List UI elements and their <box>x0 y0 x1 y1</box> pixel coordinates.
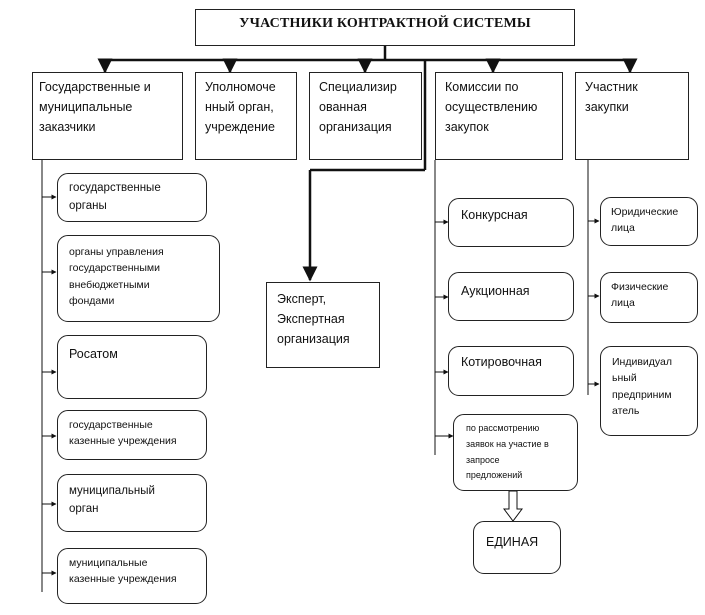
top-bus <box>105 46 630 62</box>
customer-item-rosatom: Росатом <box>57 335 207 399</box>
diagram-title: УЧАСТНИКИ КОНТРАКТНОЙ СИСТЕМЫ <box>195 9 575 46</box>
top-drops <box>97 58 638 74</box>
category-participant: Участник закупки <box>575 72 689 160</box>
hollow-down-arrow <box>503 490 523 522</box>
customers-branches <box>41 160 57 592</box>
commission-quotation: Котировочная <box>448 346 574 396</box>
category-commissions: Комиссии по осуществлению закупок <box>435 72 563 160</box>
expert-organization: Эксперт, Экспертная организация <box>266 282 380 368</box>
customer-item-state-treasury-institutions: государственные казенные учреждения <box>57 410 207 460</box>
customer-item-extra-budget-funds: органы управления государственными внебю… <box>57 235 220 322</box>
category-authorized-body: Уполномоче нный орган, учреждение <box>195 72 297 160</box>
category-specialized-org: Специализир ованная организация <box>309 72 422 160</box>
participant-legal-entities: Юридические лица <box>600 197 698 246</box>
customer-item-state-bodies: государственные органы <box>57 173 207 222</box>
category-customers: Государственные и муниципальные заказчик… <box>32 72 183 160</box>
commission-competitive: Конкурсная <box>448 198 574 247</box>
participant-individuals: Физические лица <box>600 272 698 323</box>
single-commission: ЕДИНАЯ <box>473 521 561 574</box>
customer-item-municipal-treasury-institutions: муниципальные казенные учреждения <box>57 548 207 604</box>
participant-sole-proprietor: Индивидуал ьный предприним атель <box>600 346 698 436</box>
commission-auction: Аукционная <box>448 272 574 321</box>
expert-connector <box>302 60 427 282</box>
customer-item-municipal-body: муниципальный орган <box>57 474 207 532</box>
commission-proposals-request: по рассмотрению заявок на участие в запр… <box>453 414 578 491</box>
participant-branches <box>587 160 600 395</box>
commissions-branches <box>434 160 454 455</box>
